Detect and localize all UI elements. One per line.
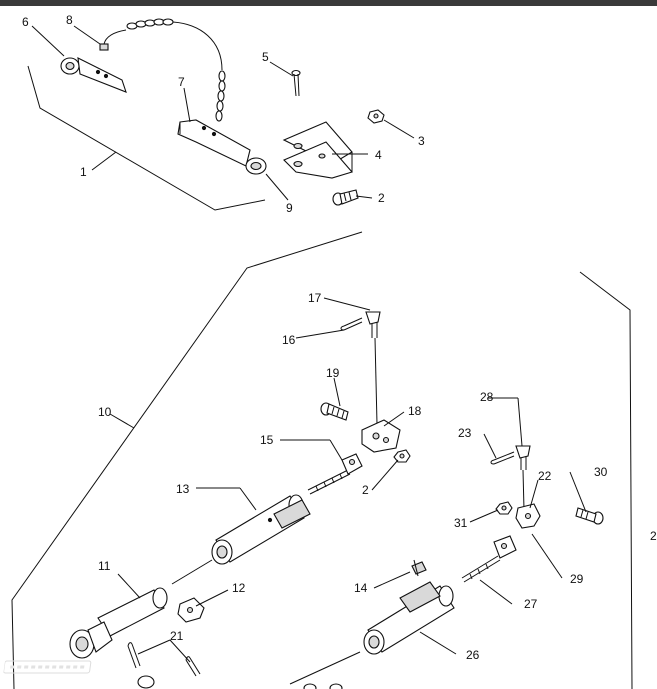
callout-14: 14 [354,581,368,595]
callout-17: 17 [308,291,322,305]
callout-8: 8 [66,13,73,27]
link-connector [171,559,213,585]
lower-link-stub [289,651,361,689]
bracket-4 [282,121,353,179]
callout-16: 16 [282,333,296,347]
clip-12 [177,597,205,623]
top-border [0,0,657,6]
callout-28: 28 [480,390,494,404]
callout-13: 13 [176,482,190,496]
callout-30: 30 [594,465,608,479]
threaded-rod-27 [461,535,517,583]
callout-3: 3 [418,134,425,148]
clevis-18 [361,419,401,453]
callout-labels: 1 2 3 4 5 6 7 8 9 10 11 12 13 14 15 16 1… [22,13,657,662]
cotter-pin-23 [490,451,515,465]
bolt-30 [575,507,604,525]
pin-5 [291,69,301,97]
callout-9: 9 [286,201,293,215]
callout-22: 22 [538,469,552,483]
callout-21: 21 [170,629,184,643]
callout-31: 31 [454,516,468,530]
callout-27: 27 [524,597,538,611]
callout-19: 19 [326,366,340,380]
callout-15: 15 [260,433,274,447]
callout-10: 10 [98,405,112,419]
callout-1: 1 [80,165,87,179]
cylinder-13 [211,494,311,565]
callout-29: 29 [570,572,584,586]
callout-18: 18 [408,404,422,418]
callout-2-lower: 2 [362,483,369,497]
chain-links [126,18,174,30]
callout-4: 4 [375,148,382,162]
nut-2-lower [393,449,411,463]
watermark [3,658,96,679]
threaded-rod-15 [307,453,363,495]
chain-8 [99,18,226,122]
cylinder-26 [363,581,455,655]
group-bracket-lines [11,65,633,689]
rod-end-6 [60,57,127,93]
bolt-2-upper [332,189,359,206]
cotter-pins-21 [127,642,201,689]
callout-5: 5 [262,50,269,64]
nut-3 [367,109,385,124]
callout-12: 12 [232,581,246,595]
callout-11: 11 [98,559,111,573]
cylinder-11 [69,587,168,659]
callout-2-upper: 2 [378,191,385,205]
chain-links-vertical [215,70,226,122]
callout-26: 26 [466,648,480,662]
clevis-22 [515,503,541,529]
watermark-graphic [3,660,92,674]
callout-6: 6 [22,15,29,29]
nut-31 [495,501,513,515]
callout-23: 23 [458,426,472,440]
callout-7: 7 [178,75,185,89]
link-bar-7 [177,119,267,175]
cotter-pin-16 [340,317,363,331]
callout-2-right: 2 [650,529,657,543]
pin-17 [365,311,381,425]
fitting-14 [411,559,427,577]
bolt-19 [320,402,349,421]
leader-lines [31,25,587,663]
pin-28 [515,445,531,511]
